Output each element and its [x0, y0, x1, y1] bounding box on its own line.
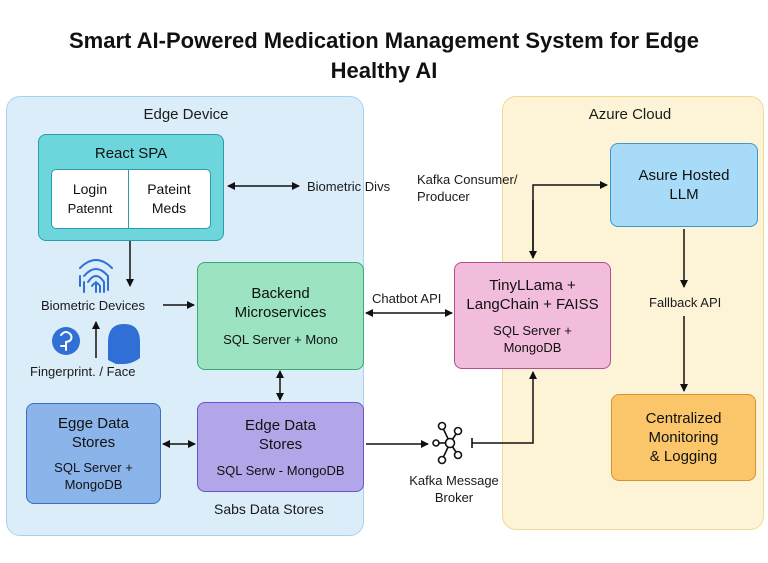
meds-cell: Pateint Meds — [129, 170, 209, 228]
edge-device-label: Edge Device — [143, 106, 229, 123]
tinyllama-box: TinyLLama + LangChain + FAISS SQL Server… — [454, 262, 611, 369]
backend-microservices-box: Backend Microservices SQL Server + Mono — [197, 262, 364, 370]
monitoring-line-3: & Logging — [649, 448, 718, 465]
backend-sub: SQL Server + Mono — [223, 332, 338, 347]
fallback-api-label: Fallback API — [649, 295, 722, 310]
react-spa-inner-panel: Login Patennt Pateint Meds — [51, 169, 211, 229]
meds-sub: Meds — [151, 200, 187, 216]
diagram-title: Smart AI-Powered Medication Management S… — [0, 26, 768, 86]
react-spa-box: React SPA Login Patennt Pateint Meds — [38, 134, 224, 241]
egge-sub-line-2: MongoDB — [64, 477, 123, 492]
sabs-data-stores-label: Sabs Data Stores — [214, 501, 324, 517]
backend-title-line-1: Backend — [251, 285, 310, 302]
login-cell: Login Patennt — [52, 170, 129, 228]
egge-data-stores-box: Egge Data Stores SQL Server + MongoDB — [26, 403, 161, 504]
fingerprint-icon — [79, 259, 113, 293]
tinyllama-sub-line-1: SQL Server + — [493, 322, 572, 338]
tinyllama-line-2: LangChain + FAISS — [466, 295, 599, 313]
monitoring-box: Centralized Monitoring & Logging — [611, 394, 756, 481]
edge-data-stores-box: Edge Data Stores SQL Serw - MongoDB — [197, 402, 364, 492]
edge-store-title-line-2: Stores — [258, 435, 303, 453]
llm-line-2: LLM — [669, 186, 699, 203]
backend-title-line-2: Microservices — [234, 304, 327, 321]
fingerprint-face-label: Fingerprint. / Face — [30, 364, 136, 379]
kafka-consumer-line-2: Producer — [417, 189, 470, 204]
kafka-to-tinyllama-arrow — [472, 371, 537, 444]
kafka-consumer-line-1: Kafka Consumer/ — [417, 172, 518, 187]
egge-sub-line-1: SQL Server + — [54, 460, 133, 475]
edge-store-title-line-1: Edge Data — [245, 416, 316, 434]
title-line-1: Smart AI-Powered Medication Management S… — [69, 28, 699, 53]
egge-title-line-1: Egge Data — [58, 415, 129, 432]
monitoring-line-2: Monitoring — [648, 429, 719, 446]
face-icon — [108, 324, 140, 364]
tinyllama-line-1: TinyLLama + — [489, 276, 576, 294]
edge-store-sub: SQL Serw - MongoDB — [216, 462, 345, 478]
fingerprint-sensor-icon — [52, 327, 80, 355]
login-title: Login — [72, 181, 108, 197]
kafka-broker-line-1: Kafka Message — [409, 473, 499, 488]
monitoring-line-1: Centralized — [645, 410, 722, 427]
kafka-broker-label: Kafka Message Broker — [402, 472, 506, 506]
egge-title-line-2: Stores — [71, 434, 116, 451]
biometric-divs-label: Biometric Divs — [307, 179, 391, 194]
azure-llm-box: Asure Hosted LLM — [610, 143, 758, 227]
title-line-2: Healthy AI — [330, 58, 438, 83]
kafka-consumer-label: Kafka Consumer/ Producer — [417, 171, 517, 205]
chatbot-api-label: Chatbot API — [372, 291, 442, 306]
tinyllama-sub-line-2: MongoDB — [503, 339, 562, 355]
react-spa-title: React SPA — [94, 145, 168, 162]
llm-line-1: Asure Hosted — [638, 167, 730, 184]
kafka-broker-line-2: Broker — [434, 490, 474, 505]
biometric-devices-label: Biometric Devices — [41, 298, 146, 313]
azure-cloud-label: Azure Cloud — [588, 106, 672, 123]
login-sub: Patennt — [67, 201, 113, 216]
kafka-consumer-to-llm-arrow — [529, 181, 608, 259]
meds-title: Pateint — [147, 181, 191, 197]
kafka-broker-icon — [432, 421, 473, 465]
